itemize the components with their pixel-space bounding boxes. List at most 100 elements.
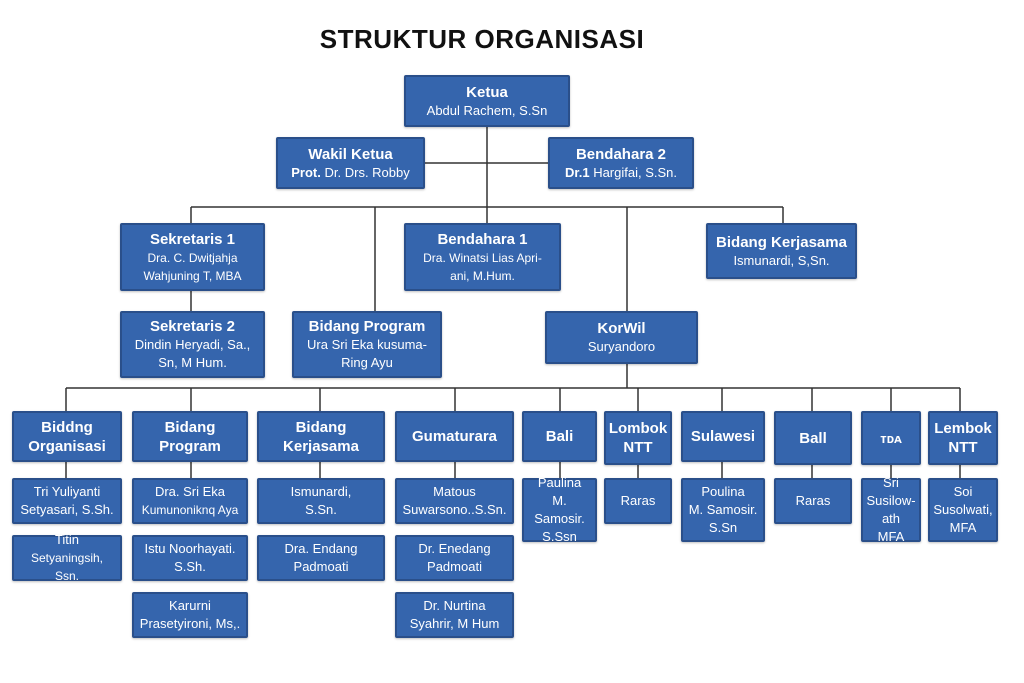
node-bidang-kerjasama: Bidang Kerjasama bbox=[257, 411, 385, 462]
node-title: Sekretaris 1 bbox=[149, 230, 236, 248]
member-name-line2: M. Samosir. bbox=[688, 502, 758, 517]
member-name: Sri bbox=[883, 475, 899, 490]
node-title-line2: Kerjasama bbox=[283, 437, 359, 455]
node-bali: Bali bbox=[522, 411, 597, 462]
node-title: Bendahara 2 bbox=[575, 145, 667, 163]
node-person: Dindin Heryadi, Sa., bbox=[134, 337, 251, 352]
member-name: Ismunardi, bbox=[290, 484, 352, 499]
node-title: KorWil bbox=[597, 320, 646, 337]
person-prefix: Prot. bbox=[291, 164, 321, 180]
member-card: Ismunardi, S.Sn. bbox=[257, 478, 385, 524]
node-wakil-ketua: Wakil Ketua Prot. Dr. Drs. Robby bbox=[276, 137, 425, 189]
member-name: Titin bbox=[54, 532, 80, 547]
node-person-line2: Wahjuning T, MBA bbox=[143, 268, 242, 283]
member-card: Paulina M. Samosir. S.Ssn bbox=[522, 475, 597, 544]
node-sekretaris-1: Sekretaris 1 Dra. C. Dwitjahja Wahjuning… bbox=[120, 223, 265, 291]
member-card: Raras bbox=[604, 478, 672, 524]
node-title: Bidang Kerjasama bbox=[716, 233, 847, 251]
member-name-line2: Setyaningsih, Ssn. bbox=[30, 551, 104, 583]
node-title: Sulawesi bbox=[690, 428, 756, 445]
node-title: Bidang bbox=[295, 418, 347, 436]
member-name-line2: M. Samosir. bbox=[534, 493, 585, 526]
member-name-line3: S.Sn bbox=[708, 520, 738, 535]
member-name-line2: Suwarsono..S.Sn. bbox=[402, 502, 507, 517]
member-name-line2: Prasetyironi, Ms,. bbox=[139, 616, 241, 631]
node-sekretaris-2: Sekretaris 2 Dindin Heryadi, Sa., Sn, M … bbox=[120, 311, 265, 378]
node-ball: Ball bbox=[774, 411, 852, 465]
member-card: Istu Noorhayati. S.Sh. bbox=[132, 535, 248, 581]
node-gumaturara: Gumaturara bbox=[395, 411, 514, 462]
member-card: Poulina M. Samosir. S.Sn bbox=[681, 478, 765, 542]
node-bendahara-1: Bendahara 1 Dra. Winatsi Lias Apri- ani,… bbox=[404, 223, 561, 291]
node-title-line2: Organisasi bbox=[28, 437, 106, 455]
person-prefix: Dr.1 bbox=[564, 164, 590, 180]
node-person-line2: ani, M.Hum. bbox=[450, 268, 515, 283]
member-name: Dra. Sri Eka bbox=[154, 484, 226, 499]
node-title: Gumaturara bbox=[411, 428, 498, 445]
node-bidang-organisasi: Biddng Organisasi bbox=[12, 411, 122, 462]
member-name-line2: Padmoati bbox=[427, 559, 482, 574]
member-card: Titin Setyaningsih, Ssn. bbox=[12, 532, 122, 583]
node-person: Prot. Dr. Drs. Robby bbox=[291, 164, 410, 182]
member-name-line3: ath MFA bbox=[877, 511, 905, 544]
member-card: Dr. Nurtina Syahrir, M Hum bbox=[395, 592, 514, 638]
member-name-line2: Susolwati, bbox=[933, 502, 993, 517]
member-name-line2: Kumunoniknq Aya bbox=[141, 503, 239, 517]
node-title: Bidang Program bbox=[308, 318, 426, 335]
member-name: Poulina bbox=[701, 484, 745, 499]
member-name: Dr. Enedang bbox=[418, 541, 491, 556]
node-title-line2: Program bbox=[159, 437, 221, 455]
node-sulawesi: Sulawesi bbox=[681, 411, 765, 462]
node-title: Bali bbox=[545, 428, 574, 445]
member-card: Matous Suwarsono..S.Sn. bbox=[395, 478, 514, 524]
node-person: Suryandoro bbox=[587, 339, 656, 354]
node-tda: ᴛᴅᴀ bbox=[861, 411, 921, 465]
member-name: Matous bbox=[433, 484, 476, 499]
node-ketua: Ketua Abdul Rachem, S.Sn bbox=[404, 75, 570, 127]
node-title: Wakil Ketua bbox=[308, 145, 393, 163]
node-title: Biddng bbox=[41, 418, 93, 436]
member-name: Tri Yuliyanti bbox=[33, 484, 101, 499]
node-person: Ismunardi, S,Sn. bbox=[733, 252, 830, 268]
node-bidang-program-top: Bidang Program Ura Sri Eka kusuma- Ring … bbox=[292, 311, 442, 378]
node-person: Dra. Winatsi Lias Apri- bbox=[423, 250, 542, 265]
node-person-line2: Ring Ayu bbox=[341, 355, 393, 370]
member-card: Soi Susolwati, MFA bbox=[928, 478, 998, 542]
member-card: Dra. Sri Eka Kumunoniknq Aya bbox=[132, 478, 248, 524]
node-title: Ketua bbox=[466, 83, 508, 101]
member-name-line2: Setyasari, S.Sh. bbox=[20, 502, 114, 517]
chart-title: STRUKTUR ORGANISASI bbox=[319, 24, 645, 54]
member-name-line3: MFA bbox=[949, 520, 977, 535]
member-name: Raras bbox=[620, 493, 656, 508]
node-bidang-program: Bidang Program bbox=[132, 411, 248, 462]
member-name: Dra. Endang bbox=[284, 541, 358, 556]
member-name: Soi bbox=[953, 484, 973, 499]
node-title-line2: NTT bbox=[623, 439, 653, 456]
node-korwil: KorWil Suryandoro bbox=[545, 311, 698, 364]
node-title: ᴛᴅᴀ bbox=[880, 430, 902, 446]
node-lombok-ntt: Lombok NTT bbox=[604, 411, 672, 465]
member-card: Tri Yuliyanti Setyasari, S.Sh. bbox=[12, 478, 122, 524]
member-card: Dra. Endang Padmoati bbox=[257, 535, 385, 581]
node-title: Ball bbox=[799, 429, 827, 447]
member-name: Karurni bbox=[169, 598, 211, 613]
node-bidang-kerjasama-top: Bidang Kerjasama Ismunardi, S,Sn. bbox=[706, 223, 857, 279]
node-title: Bendahara 1 bbox=[437, 230, 528, 248]
node-title-line2: NTT bbox=[948, 439, 978, 456]
person-name: Hargifai, S.Sn. bbox=[593, 164, 678, 180]
node-person-line2: Sn, M Hum. bbox=[158, 355, 227, 370]
node-title: Lembok bbox=[934, 420, 992, 437]
member-name-line2: Susilow- bbox=[866, 493, 916, 508]
node-bendahara-2: Bendahara 2 Dr.1 Hargifai, S.Sn. bbox=[548, 137, 694, 189]
member-name: Paulina bbox=[537, 475, 582, 490]
node-person: Ura Sri Eka kusuma- bbox=[307, 337, 427, 352]
node-lembok-ntt: Lembok NTT bbox=[928, 411, 998, 465]
member-name: Raras bbox=[795, 493, 831, 508]
member-card: Sri Susilow- ath MFA bbox=[861, 475, 921, 544]
member-name: Istu Noorhayati. bbox=[144, 541, 236, 556]
member-card: Dr. Enedang Padmoati bbox=[395, 535, 514, 581]
member-card: Karurni Prasetyironi, Ms,. bbox=[132, 592, 248, 638]
node-title: Bidang bbox=[164, 418, 216, 436]
node-title: Lombok bbox=[608, 420, 668, 437]
